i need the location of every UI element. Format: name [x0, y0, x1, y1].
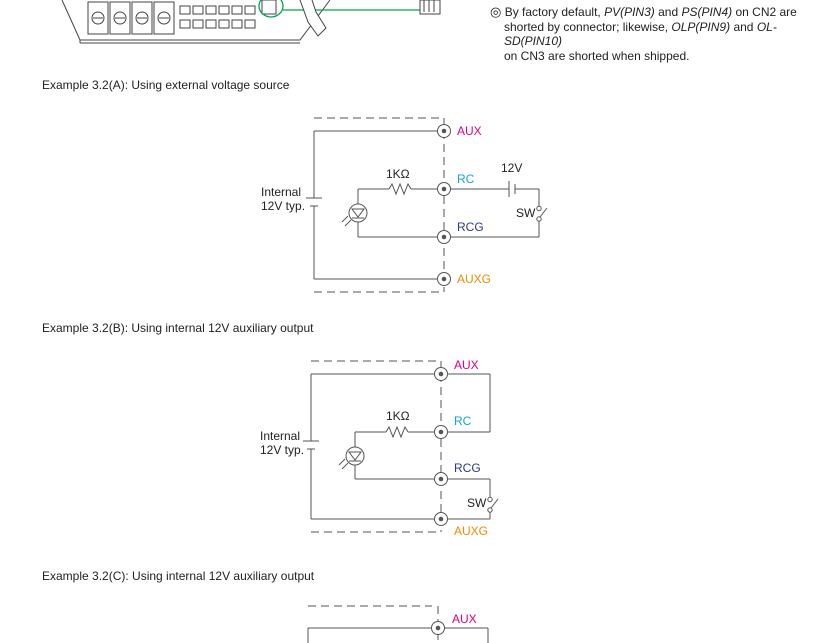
example-a-title: Example 3.2(A): Using external voltage s…	[42, 78, 290, 92]
power-supply-illustration	[61, 0, 441, 44]
resistor-label-a: 1KΩ	[386, 167, 410, 181]
internal-voltage-label-a: 12V typ.	[261, 199, 305, 213]
auxg-terminal-b	[434, 512, 448, 526]
circuit-a	[306, 117, 548, 293]
rc-label-a: RC	[457, 172, 475, 186]
internal-label-b: Internal	[260, 429, 300, 443]
source-label-a: 12V	[501, 161, 522, 175]
aux-terminal-c	[431, 621, 445, 635]
auxg-label-b: AUXG	[454, 524, 488, 538]
aux-terminal-a	[437, 124, 451, 138]
rc-label-b: RC	[454, 414, 472, 428]
switch-label-b: SW	[467, 496, 487, 510]
rcg-terminal-a	[437, 230, 451, 244]
aux-label-c: AUX	[452, 612, 477, 626]
auxg-label-a: AUXG	[457, 272, 491, 286]
example-b-title: Example 3.2(B): Using internal 12V auxil…	[42, 321, 314, 335]
double-circle-icon: ◎	[490, 4, 502, 19]
example-c-title: Example 3.2(C): Using internal 12V auxil…	[42, 569, 315, 583]
switch-label-a: SW	[516, 206, 536, 220]
rc-terminal-b	[434, 425, 448, 439]
internal-voltage-label-b: 12V typ.	[260, 443, 304, 457]
internal-label-a: Internal	[261, 185, 301, 199]
rc-terminal-a	[437, 182, 451, 196]
circuit-b	[303, 360, 499, 533]
aux-label-a: AUX	[457, 124, 482, 138]
connector-highlight	[258, 0, 284, 18]
factory-default-note: ◎ By factory default, PV(PIN3) and PS(PI…	[490, 4, 797, 63]
rcg-label-a: RCG	[457, 220, 484, 234]
rcg-terminal-b	[434, 472, 448, 486]
resistor-label-b: 1KΩ	[386, 409, 410, 423]
rcg-label-b: RCG	[454, 461, 481, 475]
auxg-terminal-a	[437, 272, 451, 286]
aux-label-b: AUX	[454, 358, 479, 372]
aux-terminal-b	[434, 367, 448, 381]
